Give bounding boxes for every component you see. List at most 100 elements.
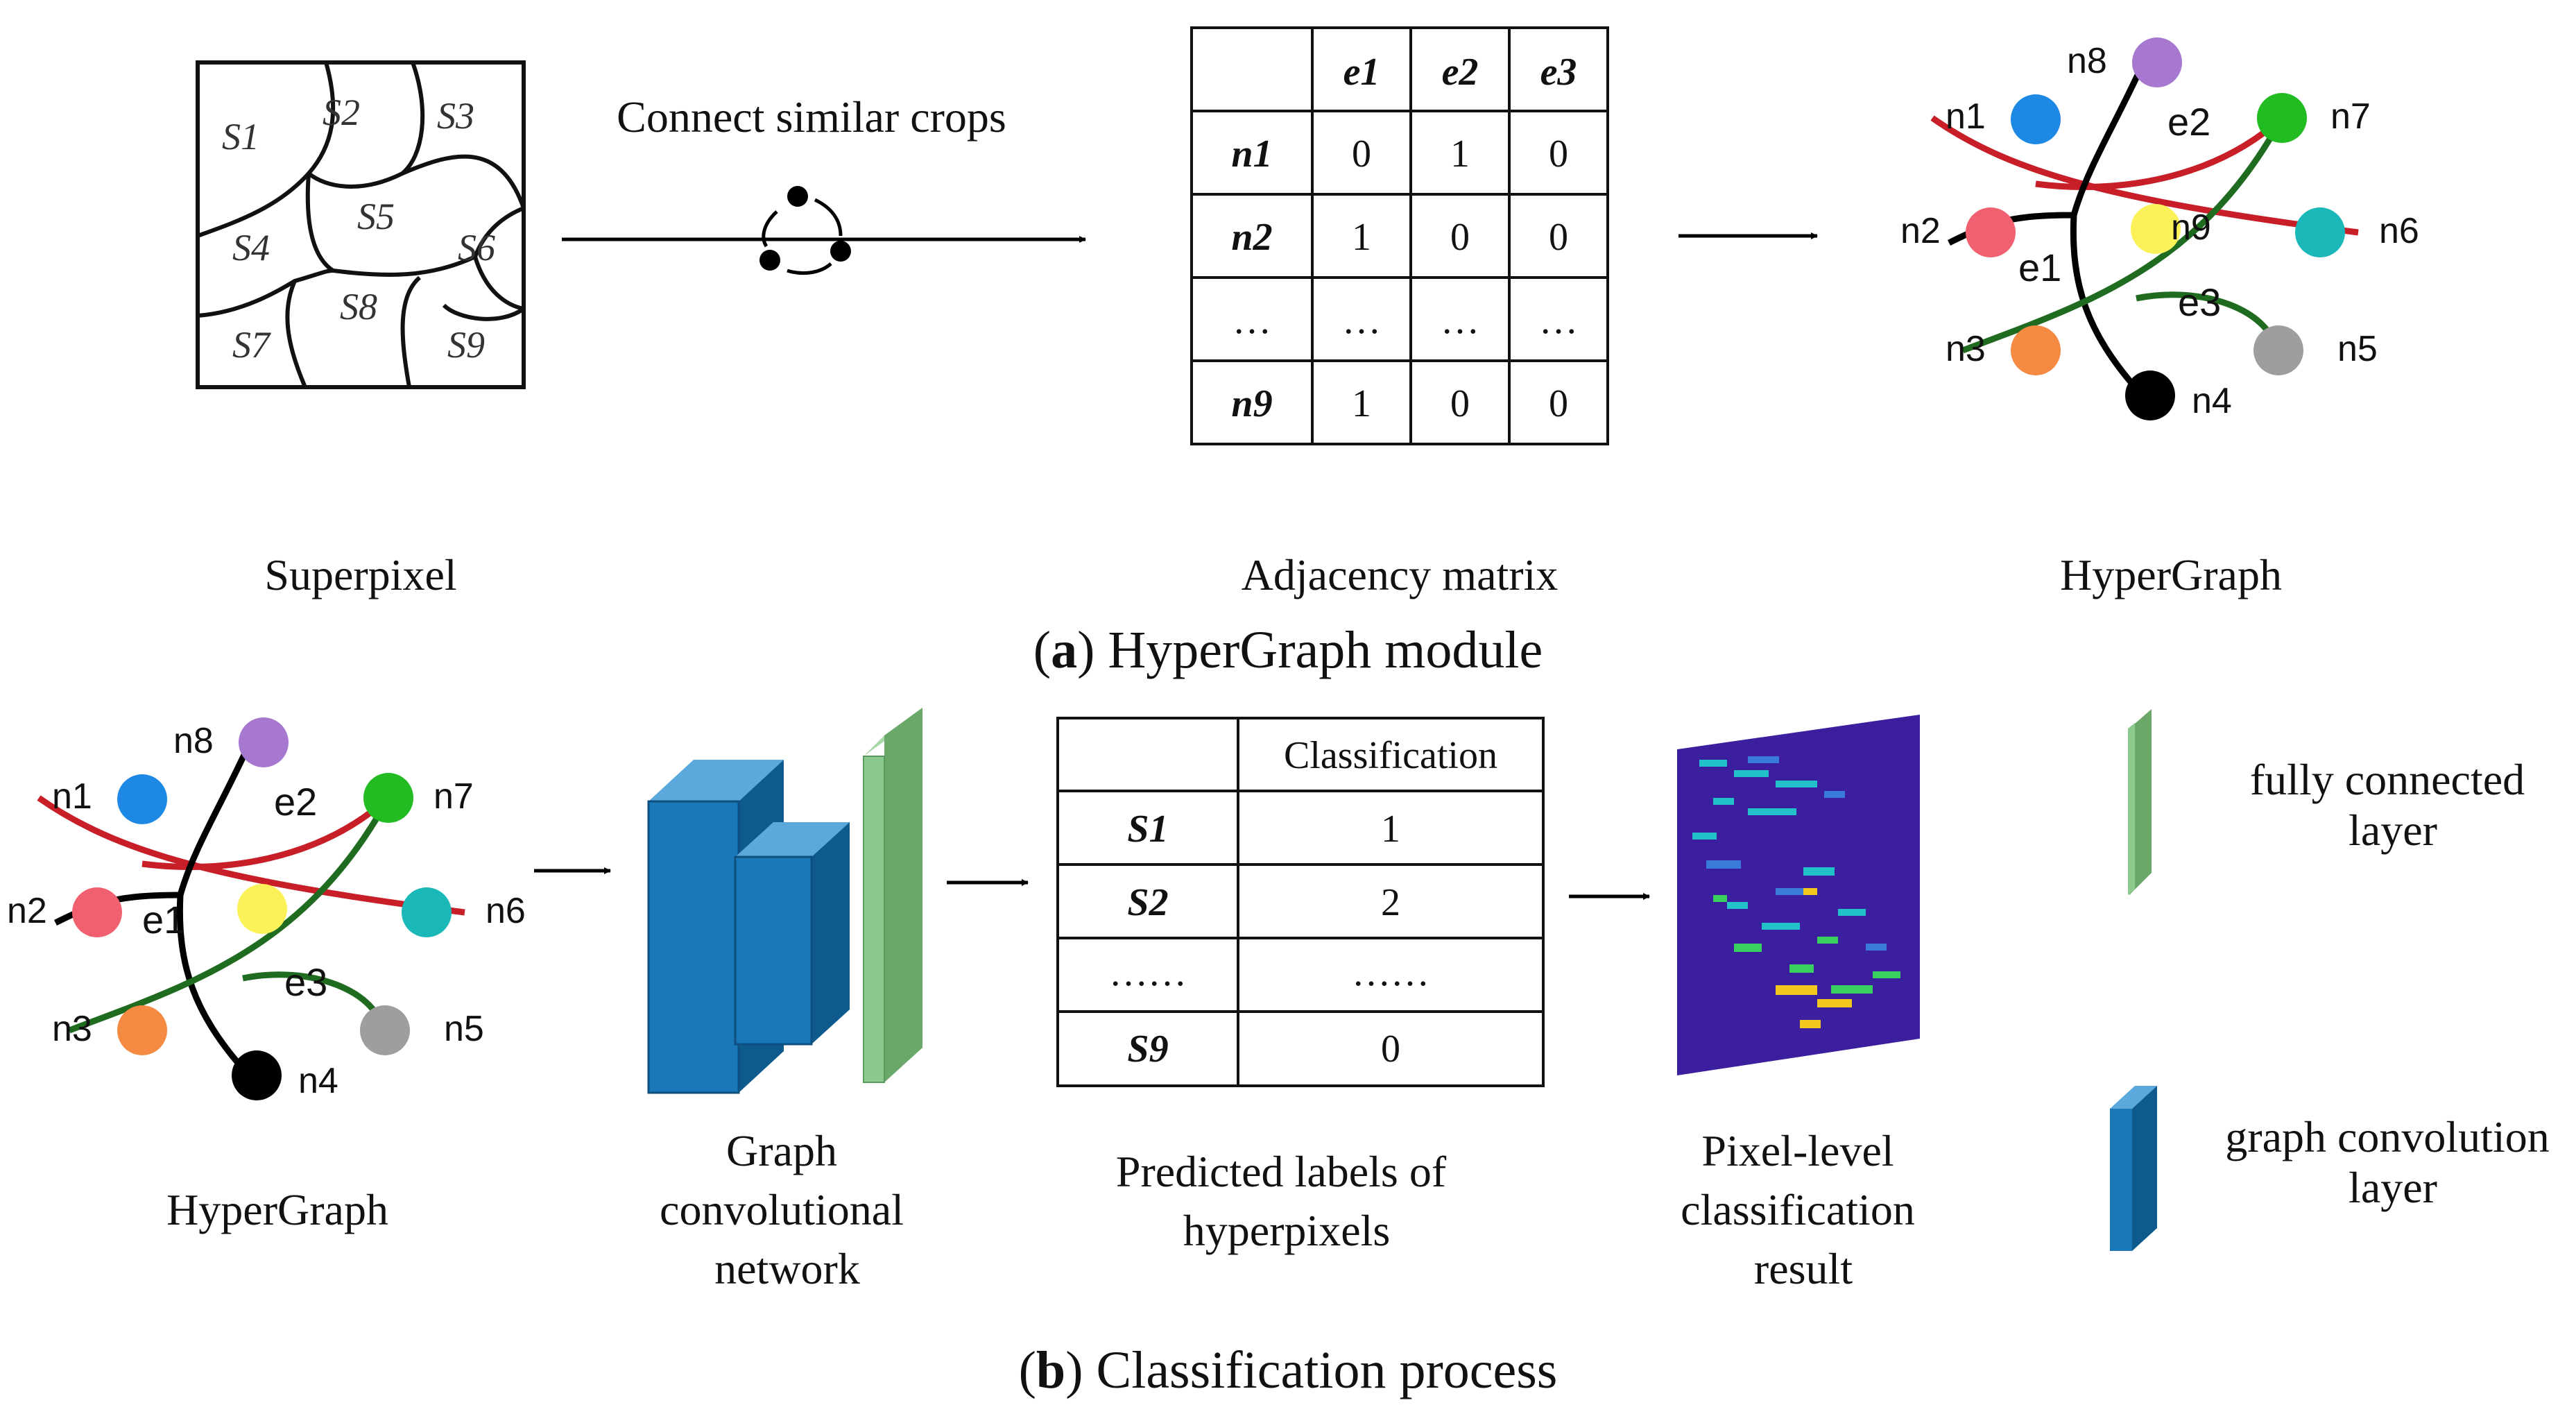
- matrix-cell: …: [1342, 299, 1381, 342]
- region-label-s7: S7: [232, 324, 271, 366]
- result-label: Pixel-level classification result: [1681, 1126, 1926, 1293]
- region-label-s6: S6: [458, 227, 495, 269]
- node-n1: [2011, 94, 2061, 144]
- classification-map: [1677, 715, 1920, 1075]
- adjacency-matrix: e1 e2 e3 n1 0 1 0 n2 1 0 0 … … … … n9 1 …: [1190, 26, 1609, 445]
- predicted-row-label: S2: [1127, 881, 1168, 924]
- predicted-cell: ……: [1352, 951, 1429, 994]
- matrix-header-e3: e3: [1540, 51, 1577, 94]
- hypergraph-bottom: n1 n2 n3 n4 n5 n6 n7 n8 e1 e2 e3: [7, 717, 526, 1101]
- panel-a: S1 S2 S3 S4 S5 S6 S7 S8 S9 Superpixel Co…: [196, 26, 2419, 679]
- node-n6: [402, 887, 452, 937]
- matrix-row-label: n1: [1231, 133, 1272, 176]
- predicted-cell: 2: [1381, 881, 1400, 924]
- legend-fc-label: fully connected layer: [2250, 755, 2536, 855]
- node-label: n6: [2379, 211, 2419, 251]
- predicted-header: Classification: [1284, 734, 1497, 777]
- region-label-s4: S4: [232, 227, 270, 269]
- hypergraph-bottom-label: HyperGraph: [166, 1185, 388, 1234]
- predicted-cell: 0: [1381, 1028, 1400, 1071]
- node-label: n6: [486, 891, 526, 931]
- panel-b-caption: (b) Classification process: [1019, 1341, 1558, 1399]
- node-n3: [2011, 325, 2061, 375]
- predicted-row-label: ……: [1109, 951, 1187, 994]
- matrix-cell: 1: [1352, 382, 1371, 425]
- superpixel-grid: [196, 60, 526, 389]
- region-label-s9: S9: [447, 324, 485, 366]
- matrix-cell: 0: [1549, 216, 1568, 259]
- matrix-row-label: n2: [1231, 216, 1272, 259]
- matrix-cell: 0: [1352, 133, 1371, 176]
- matrix-row-label: n9: [1231, 382, 1272, 425]
- predicted-table: Classification S1 1 S2 2 …… …… S9 0: [1056, 717, 1545, 1087]
- gcn-blocks: [647, 708, 922, 1094]
- node-n7: [363, 773, 413, 823]
- adjacency-label: Adjacency matrix: [1242, 550, 1559, 599]
- node-n8: [2132, 37, 2182, 87]
- legend-gc-label: graph convolution layer: [2225, 1112, 2560, 1212]
- matrix-cell: 0: [1549, 382, 1568, 425]
- node-label: n2: [1900, 211, 1941, 251]
- predicted-label: Predicted labels of hyperpixels: [1116, 1147, 1457, 1255]
- edge-label: e2: [274, 780, 317, 824]
- node-n5: [360, 1005, 410, 1055]
- node-label: n8: [2067, 41, 2107, 81]
- matrix-cell: 0: [1549, 133, 1568, 176]
- hypergraph-label: HyperGraph: [2060, 550, 2282, 599]
- node-n1: [117, 774, 167, 824]
- matrix-header-e2: e2: [1442, 51, 1479, 94]
- node-label: n1: [1946, 96, 1986, 137]
- gcn-label: Graph convolutional network: [660, 1126, 915, 1293]
- predicted-row-label: S1: [1127, 808, 1168, 851]
- legend-gc-icon: [2110, 1086, 2157, 1251]
- cycle-icon: [759, 186, 851, 275]
- edge-label: e2: [2167, 100, 2210, 144]
- matrix-cell: 0: [1450, 216, 1470, 259]
- node-n3: [117, 1005, 167, 1055]
- panel-b: n1 n2 n3 n4 n5 n6 n7 n8 e1 e2 e3 HyperGr…: [7, 708, 2560, 1399]
- node-n9: [2131, 204, 2181, 254]
- matrix-cell: 1: [1352, 216, 1371, 259]
- superpixel-region-labels: S1 S2 S3 S4 S5 S6 S7 S8 S9: [222, 92, 495, 366]
- predicted-cell: 1: [1381, 808, 1400, 851]
- legend: fully connected layer graph convolution …: [2110, 709, 2560, 1251]
- superpixel-label: Superpixel: [264, 550, 456, 599]
- node-label: n4: [2192, 381, 2232, 421]
- matrix-header-e1: e1: [1343, 51, 1380, 94]
- node-n7: [2257, 93, 2307, 143]
- region-label-s1: S1: [222, 116, 259, 157]
- predicted-row-label: S9: [1127, 1028, 1168, 1071]
- node-label: n3: [52, 1009, 92, 1049]
- edge-label: e1: [142, 898, 185, 942]
- matrix-cell: …: [1539, 299, 1578, 342]
- matrix-cell: 1: [1450, 133, 1470, 176]
- node-label: n7: [433, 776, 474, 817]
- connect-label: Connect similar crops: [617, 92, 1006, 142]
- region-label-s8: S8: [340, 286, 377, 327]
- node-n8: [239, 717, 289, 767]
- node-label: n9: [2171, 207, 2211, 248]
- region-label-s5: S5: [357, 196, 395, 237]
- node-n9: [237, 884, 287, 934]
- region-label-s3: S3: [437, 95, 474, 137]
- region-label-s2: S2: [323, 92, 360, 133]
- node-n4: [232, 1050, 282, 1100]
- node-label: n5: [2337, 329, 2378, 369]
- node-n6: [2295, 207, 2345, 257]
- node-n2: [72, 887, 122, 937]
- node-label: n1: [52, 776, 92, 817]
- matrix-cell: …: [1441, 299, 1479, 342]
- node-label: n4: [298, 1061, 338, 1101]
- legend-fc-icon: [2128, 709, 2152, 895]
- edge-label: e1: [2018, 246, 2061, 289]
- edge-label: e3: [284, 960, 327, 1004]
- node-n5: [2253, 325, 2303, 375]
- node-label: n5: [444, 1009, 484, 1049]
- node-label: n3: [1946, 329, 1986, 369]
- matrix-row-label: …: [1233, 299, 1271, 342]
- node-n4: [2125, 370, 2175, 420]
- hypergraph-top: n1 n2 n3 n4 n5 n6 n7 n8 n9 e1 e2 e3: [1900, 37, 2419, 421]
- node-n2: [1966, 207, 2016, 257]
- edge-label: e3: [2178, 280, 2221, 324]
